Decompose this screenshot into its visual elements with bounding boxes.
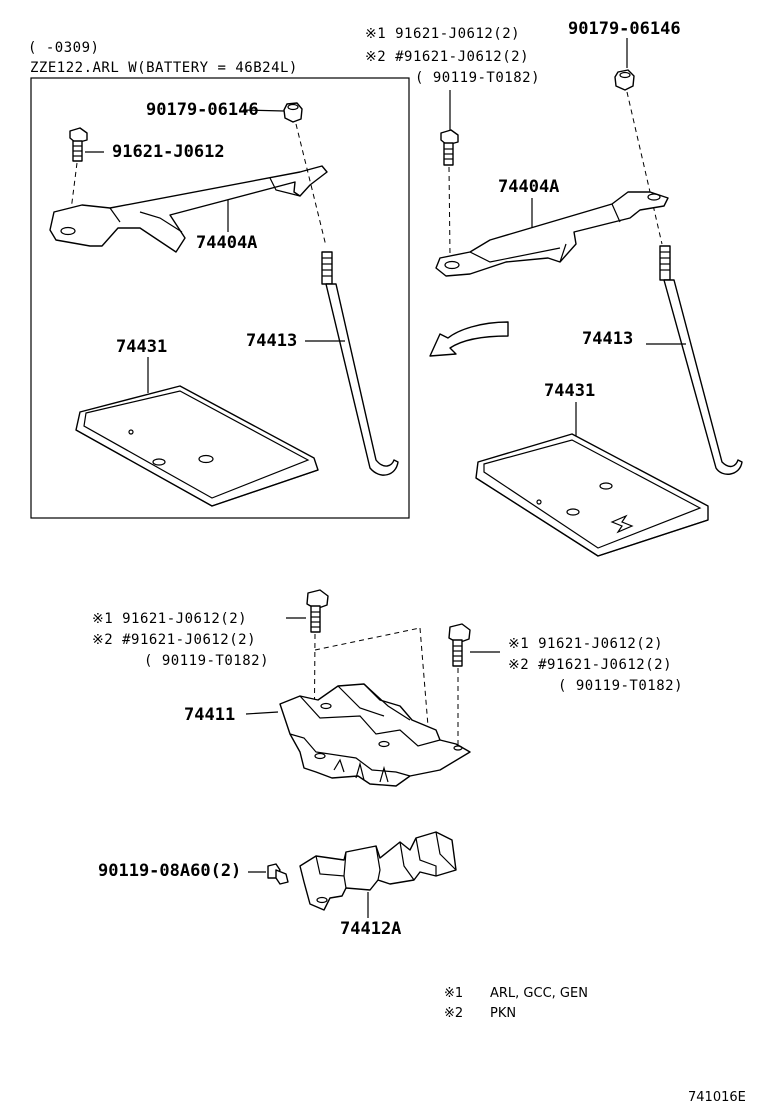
inset-condition-label: ZZE122.ARL W(BATTERY = 46B24L) — [30, 60, 298, 76]
inset-nut-dash — [295, 123, 327, 247]
carrier-back-dash — [419, 627, 429, 727]
main-upper-group: ※1 91621-J0612(2) ※2 #91621-J0612(2) ( 9… — [365, 19, 743, 557]
carrier-right-note-3: ( 90119-T0182) — [558, 678, 683, 694]
upper-rod-label: 74413 — [582, 329, 633, 349]
upper-tray-label: 74431 — [544, 381, 595, 401]
upper-tray-icon — [475, 433, 709, 557]
inset-rod-label: 74413 — [246, 331, 297, 351]
carrier-right-note-1: ※1 91621-J0612(2) — [508, 636, 663, 652]
inset-clamp-label: 74404A — [196, 233, 257, 253]
inset-range-label: ( -0309) — [28, 40, 99, 56]
legend-group: ※1 ARL, GCC, GEN ※2 PKN — [444, 986, 588, 1021]
insulator-part-icon — [299, 831, 457, 911]
carrier-left-note-2: ※2 #91621-J0612(2) — [92, 632, 256, 648]
upper-rod-icon — [659, 245, 743, 475]
upper-clamp-icon — [435, 191, 669, 277]
upper-nut-icon — [614, 69, 635, 91]
upper-bolt-note-2: ※2 #91621-J0612(2) — [365, 49, 529, 65]
carrier-group: ※1 91621-J0612(2) ※2 #91621-J0612(2) ( 9… — [92, 589, 683, 787]
inset-group: ( -0309) ZZE122.ARL W(BATTERY = 46B24L) … — [28, 40, 410, 519]
inset-nut-icon — [283, 102, 303, 123]
legend-row2-text: PKN — [490, 1006, 516, 1021]
upper-bolt-dash — [448, 166, 451, 257]
inset-frame — [30, 77, 410, 519]
upper-bolt-note-3: ( 90119-T0182) — [415, 70, 540, 86]
inset-nut-label: 90179-06146 — [146, 100, 259, 120]
upper-nut-label: 90179-06146 — [568, 19, 681, 39]
upper-bolt-note-1: ※1 91621-J0612(2) — [365, 26, 520, 42]
insulator-screw-label: 90119-08A60(2) — [98, 861, 241, 881]
legend-row2-mark: ※2 — [444, 1006, 463, 1021]
upper-clamp-label: 74404A — [498, 177, 559, 197]
insulator-screw-icon — [267, 863, 289, 885]
carrier-part-label: 74411 — [184, 705, 235, 725]
carrier-left-note-1: ※1 91621-J0612(2) — [92, 611, 247, 627]
inset-tray-icon — [75, 385, 319, 507]
inset-nut-leader — [242, 109, 285, 112]
carrier-right-bolt-icon — [448, 623, 471, 667]
carrier-part-leader — [245, 711, 279, 715]
direction-arrow-icon — [429, 321, 509, 357]
carrier-part-icon — [279, 683, 471, 787]
carrier-left-bolt-icon — [306, 589, 329, 633]
upper-nut-dash — [626, 91, 663, 245]
upper-bolt-icon — [440, 129, 459, 166]
inset-bolt-label: 91621-J0612 — [112, 142, 225, 162]
carrier-left-note-3: ( 90119-T0182) — [144, 653, 269, 669]
legend-row1-mark: ※1 — [444, 986, 463, 1001]
inset-tray-label: 74431 — [116, 337, 167, 357]
inset-bolt-icon — [69, 127, 88, 162]
insulator-part-label: 74412A — [340, 919, 401, 939]
diagram-code: 741016E — [688, 1090, 746, 1105]
insulator-group: 90119-08A60(2) 74412A — [98, 831, 457, 939]
inset-clamp-icon — [49, 165, 328, 253]
legend-row1-text: ARL, GCC, GEN — [490, 986, 588, 1001]
inset-rod-icon — [321, 251, 399, 476]
carrier-top-dash — [314, 627, 421, 651]
carrier-right-note-2: ※2 #91621-J0612(2) — [508, 657, 672, 673]
